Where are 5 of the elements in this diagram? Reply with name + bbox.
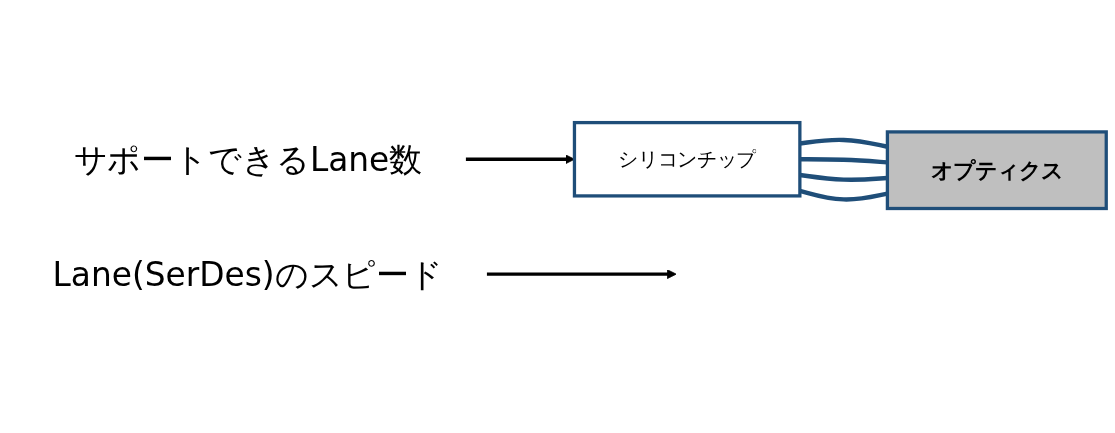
optics-box: オプティクス: [885, 130, 1108, 210]
leader-arrow: [486, 269, 677, 279]
callout-text: サポートできるLane数: [73, 139, 423, 179]
chip-box: シリコンチップ: [572, 120, 802, 198]
callout-text: Lane(SerDes)のスピード: [52, 254, 444, 294]
